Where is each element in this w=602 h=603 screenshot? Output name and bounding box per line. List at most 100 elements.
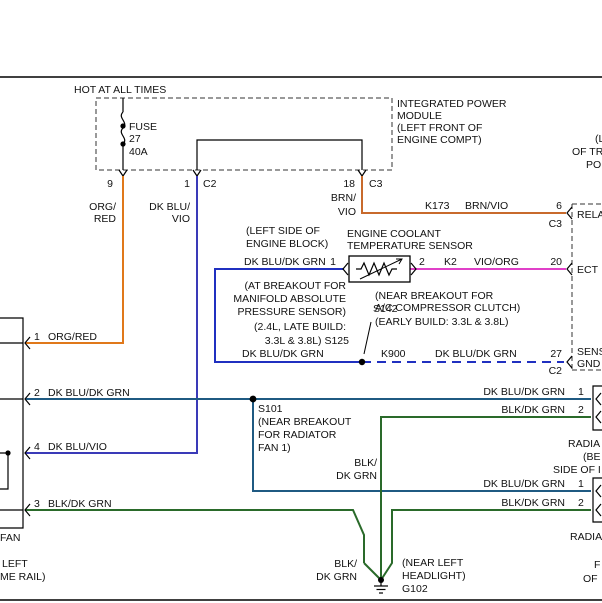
- gnd-label: GND: [577, 358, 601, 370]
- dk-blu-vio-label-2: VIO: [172, 213, 190, 225]
- connector-chevron-icon: [410, 262, 417, 276]
- radiator-fan-2-body: [592, 477, 602, 523]
- relay-pin-6: 6: [556, 200, 562, 212]
- hot-at-all-times-label: HOT AT ALL TIMES: [74, 84, 166, 96]
- sensor-pin-2: 2: [419, 256, 425, 268]
- fan-wire-3-label: BLK/DK GRN: [48, 498, 112, 510]
- fan-wire-1-label: ORG/RED: [48, 331, 97, 343]
- fan-location-2: ME RAIL): [0, 571, 46, 583]
- radiator-fan-1-body: [592, 385, 602, 431]
- left-fan-connector: 1 ORG/RED 2 DK BLU/DK GRN 4 DK BLU/VIO 3…: [0, 317, 130, 583]
- s101-note-2: FOR RADIATOR: [258, 429, 337, 441]
- ipm-title-4: ENGINE COMPT): [397, 134, 482, 146]
- relay-connector-c2: C2: [549, 365, 563, 377]
- k2-color-label: VIO/ORG: [474, 256, 519, 268]
- fan-label: FAN: [0, 532, 20, 544]
- brn-vio-label-2: VIO: [338, 206, 356, 218]
- s101-splice: S101 (NEAR BREAKOUT FOR RADIATOR FAN 1) …: [249, 395, 377, 482]
- connector-chevron-icon: [24, 336, 31, 350]
- ground-join-wire: [363, 562, 382, 581]
- fuse-dot-icon: [120, 123, 126, 129]
- fan-connector-body: [0, 317, 24, 529]
- ect-label: ECT: [577, 264, 599, 276]
- s101-branch-wire: [252, 399, 591, 492]
- connector-chevron-icon: [24, 392, 31, 406]
- sensor-title-2: TEMPERATURE SENSOR: [347, 240, 473, 252]
- relay-connector-c3: C3: [549, 218, 563, 230]
- s142-id: S142: [373, 303, 398, 315]
- s101-blk-label-1: BLK/: [354, 457, 377, 469]
- ipm-title-1: INTEGRATED POWER: [397, 98, 507, 110]
- thermistor-icon: [356, 261, 397, 277]
- s125-wire-label: DK BLU/DK GRN: [242, 348, 324, 360]
- ipm-connector-c2: C2: [203, 178, 217, 190]
- s125-note-4: (2.4L, LATE BUILD:: [254, 321, 346, 333]
- ipm-pin-18: 18: [343, 178, 355, 190]
- k900-label: K900: [381, 348, 406, 360]
- right-radiator-fan-connectors: DK BLU/DK GRN 1 BLK/DK GRN 2 RADIA (BE S…: [483, 385, 602, 585]
- rad1-wire-1-label: DK BLU/DK GRN: [483, 386, 565, 398]
- connector-chevron-icon: [595, 484, 602, 498]
- wires: [25, 176, 591, 581]
- ground-blk-label-2: DK GRN: [316, 571, 357, 583]
- splice-dot-icon: [358, 358, 366, 366]
- s125-splice-note: (AT BREAKOUT FOR MANIFOLD ABSOLUTE PRESS…: [233, 280, 349, 347]
- ipm-dashed-box: [95, 97, 393, 171]
- rad2-wire-2-label: BLK/DK GRN: [501, 497, 565, 509]
- ground-note-2: HEADLIGHT): [402, 570, 466, 582]
- fan-wire-2-label: DK BLU/DK GRN: [48, 387, 130, 399]
- connector-chevron-icon: [595, 392, 602, 406]
- relay-note-1: (L: [595, 133, 602, 145]
- right-relay-connector: 6 C3 RELA 20 ECT 27 C2 SENS GND (L OF TR…: [549, 133, 602, 377]
- ground-id: G102: [402, 583, 428, 595]
- splice-dot-icon: [5, 450, 11, 456]
- connector-chevron-icon: [566, 206, 573, 220]
- dk-blu-vio-label-1: DK BLU/: [149, 201, 190, 213]
- connector-chevron-icon: [595, 410, 602, 424]
- s125-note-1: (AT BREAKOUT FOR: [244, 280, 346, 292]
- s125-note-3: PRESSURE SENSOR): [237, 306, 346, 318]
- sensor-title-1: ENGINE COOLANT: [347, 228, 442, 240]
- s142-pointer: [363, 321, 372, 355]
- connector-chevron-icon: [24, 503, 31, 517]
- ground-g102: BLK/ DK GRN (NEAR LEFT HEADLIGHT) G102: [316, 557, 465, 595]
- rad2-label-2: F: [594, 559, 600, 571]
- rad2-pin-2: 2: [578, 497, 584, 509]
- rad1-label-3: SIDE OF I: [553, 464, 601, 476]
- s101-id: S101: [258, 403, 283, 415]
- brn-vio-wire: [361, 176, 566, 214]
- ipm-internal-bus: [196, 139, 363, 170]
- rad2-label-1: RADIA: [570, 531, 602, 543]
- fan-pin-3: 3: [34, 498, 40, 510]
- org-red-label-1: ORG/: [89, 201, 116, 213]
- relay-note-3: PO: [586, 159, 601, 171]
- relay-label: RELA: [577, 209, 602, 221]
- relay-pin-20: 20: [550, 256, 562, 268]
- sensor-pin-1: 1: [330, 256, 336, 268]
- fuse-rating: 40A: [129, 146, 148, 158]
- sensor-pin1-wire-label: DK BLU/DK GRN: [244, 256, 326, 268]
- blk-dk-grn-wire: [25, 509, 365, 563]
- rad1-wire-2-label: BLK/DK GRN: [501, 404, 565, 416]
- connector-chevron-icon: [595, 503, 602, 517]
- s142-note-1: (NEAR BREAKOUT FOR: [375, 290, 494, 302]
- engine-coolant-temperature-sensor: (LEFT SIDE OF ENGINE BLOCK) ENGINE COOLA…: [246, 225, 473, 283]
- blk-dk-grn-right-wire: [380, 416, 591, 580]
- connector-chevron-icon: [357, 169, 367, 178]
- fuse-number: 27: [129, 133, 141, 145]
- splice-dot-icon: [249, 395, 257, 403]
- wire-labels: ORG/ RED DK BLU/ VIO BRN/ VIO K173 BRN/V…: [89, 192, 519, 360]
- sensor-location-2: ENGINE BLOCK): [246, 238, 328, 250]
- brn-vio-label-1: BRN/: [331, 192, 356, 204]
- integrated-power-module: HOT AT ALL TIMES FUSE 27 40A INTEGRATED …: [74, 84, 507, 190]
- ipm-title-2: MODULE: [397, 110, 442, 122]
- sensor-location-1: (LEFT SIDE OF: [246, 225, 320, 237]
- ground-blk-label-1: BLK/: [334, 558, 357, 570]
- blk-dk-grn-right-wire: [380, 509, 591, 581]
- sens-label: SENS: [577, 346, 602, 358]
- ipm-pin-1: 1: [184, 178, 190, 190]
- k173-label: K173: [425, 200, 450, 212]
- fan-location-1: LEFT: [2, 558, 28, 570]
- connector-chevron-icon: [342, 262, 349, 276]
